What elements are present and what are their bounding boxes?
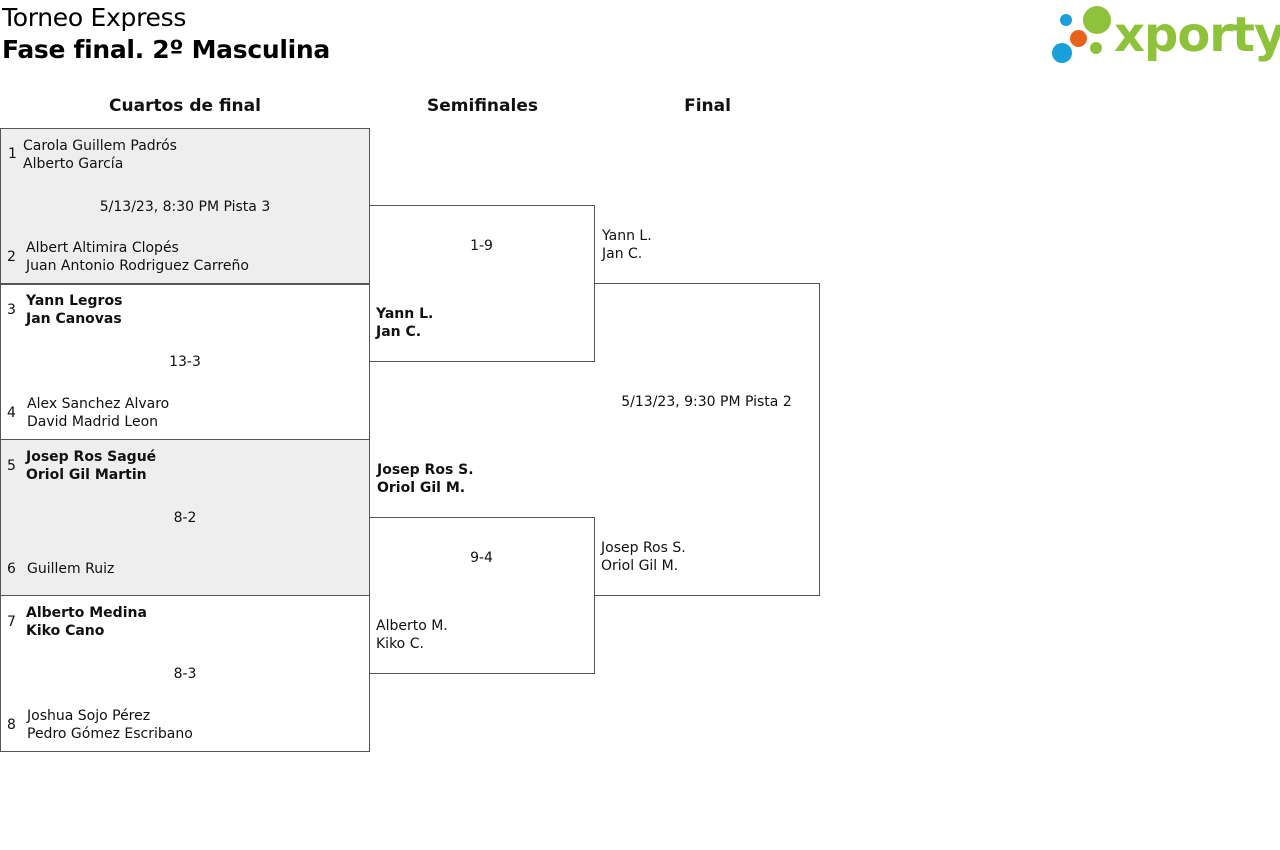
tournament-title: Torneo Express — [2, 3, 187, 32]
player-name: Jan C. — [602, 246, 643, 262]
player-name: Josep Ros S. — [601, 540, 686, 556]
player-name: Kiko Cano — [26, 623, 105, 639]
logo-dot-green — [1083, 6, 1111, 34]
player-name: Pedro Gómez Escribano — [27, 726, 193, 742]
match-score: 13-3 — [169, 354, 201, 370]
player-name: Alberto García — [23, 156, 124, 172]
team-top-winner: Alberto Medina Kiko Cano — [26, 604, 147, 640]
match-schedule: 5/13/23, 9:30 PM Pista 2 — [621, 394, 792, 410]
match-score: 1-9 — [470, 238, 493, 254]
logo-wordmark: xporty — [1114, 7, 1280, 63]
team-bottom-winner: Yann L. Jan C. — [376, 305, 433, 341]
match-score: 8-3 — [173, 666, 197, 682]
player-name: Albert Altimira Clopés — [26, 240, 179, 256]
player-name: Carola Guillem Padrós — [23, 138, 177, 154]
player-name: Josep Ros S. — [377, 462, 474, 478]
quarterfinal-match-1[interactable]: 1 Carola Guillem Padrós Alberto García 5… — [0, 128, 370, 285]
team-bottom: Alberto M. Kiko C. — [376, 617, 448, 653]
match-score: 8-2 — [173, 510, 197, 526]
seed-number: 6 — [7, 561, 16, 577]
seed-number: 1 — [8, 146, 17, 162]
semifinal-2-team-top-winner: Josep Ros S. Oriol Gil M. — [377, 461, 474, 497]
xporty-logo[interactable]: xporty — [1052, 5, 1280, 67]
player-name: Alex Sanchez Alvaro — [27, 396, 170, 412]
seed-number: 4 — [7, 405, 16, 421]
player-name: Jan Canovas — [26, 311, 122, 327]
final-match[interactable]: 5/13/23, 9:30 PM Pista 2 Josep Ros S. Or… — [594, 283, 820, 596]
player-name: David Madrid Leon — [27, 414, 159, 430]
player-name: Yann L. — [376, 306, 434, 322]
player-name: Yann L. — [602, 228, 652, 244]
team-top-winner: Josep Ros Sagué Oriol Gil Martin — [26, 448, 156, 484]
player-name: Oriol Gil Martin — [26, 467, 147, 483]
team-top: Carola Guillem Padrós Alberto García — [23, 137, 177, 173]
player-name: Joshua Sojo Pérez — [27, 708, 151, 724]
team-bottom: Alex Sanchez Alvaro David Madrid Leon — [27, 395, 169, 431]
logo-dot-green-small — [1090, 42, 1102, 54]
player-name: Alberto Medina — [26, 605, 147, 621]
player-name: Guillem Ruiz — [27, 561, 115, 577]
logo-dot-blue-large — [1052, 43, 1072, 63]
quarterfinal-match-2[interactable]: 3 Yann Legros Jan Canovas 13-3 4 Alex Sa… — [0, 283, 370, 440]
seed-number: 8 — [7, 717, 16, 733]
player-name: Alberto M. — [376, 618, 448, 634]
quarterfinal-match-3[interactable]: 5 Josep Ros Sagué Oriol Gil Martin 8-2 6… — [0, 439, 370, 596]
seed-number: 3 — [7, 302, 16, 318]
semifinal-match-2[interactable]: 9-4 Alberto M. Kiko C. — [369, 517, 595, 674]
logo-dot-orange — [1070, 30, 1087, 47]
phase-title: Fase final. 2º Masculina — [2, 35, 330, 64]
seed-number: 2 — [7, 249, 16, 265]
match-schedule: 5/13/23, 8:30 PM Pista 3 — [99, 199, 271, 215]
player-name: Oriol Gil M. — [377, 480, 466, 496]
player-name: Juan Antonio Rodriguez Carreño — [26, 258, 249, 274]
quarterfinal-match-4[interactable]: 7 Alberto Medina Kiko Cano 8-3 8 Joshua … — [0, 595, 370, 752]
player-name: Josep Ros Sagué — [26, 449, 157, 465]
seed-number: 5 — [7, 458, 16, 474]
team-top-winner: Yann Legros Jan Canovas — [26, 292, 122, 328]
player-name: Jan C. — [376, 324, 422, 340]
match-score: 9-4 — [470, 550, 493, 566]
team-bottom: Albert Altimira Clopés Juan Antonio Rodr… — [26, 239, 249, 275]
semifinal-match-1[interactable]: 1-9 Yann L. Jan C. — [369, 205, 595, 362]
final-team-top: Yann L. Jan C. — [602, 227, 652, 263]
seed-number: 7 — [7, 614, 16, 630]
player-name: Kiko C. — [376, 636, 424, 652]
team-bottom: Joshua Sojo Pérez Pedro Gómez Escribano — [27, 707, 193, 743]
column-header-quarterfinals: Cuartos de final — [109, 96, 261, 116]
column-header-final: Final — [684, 96, 731, 116]
final-team-bottom: Josep Ros S. Oriol Gil M. — [601, 539, 686, 575]
player-name: Oriol Gil M. — [601, 558, 679, 574]
player-name: Yann Legros — [26, 293, 123, 309]
column-header-semifinals: Semifinales — [427, 96, 538, 116]
logo-dot-blue — [1060, 14, 1072, 26]
team-bottom: Guillem Ruiz — [27, 560, 114, 578]
